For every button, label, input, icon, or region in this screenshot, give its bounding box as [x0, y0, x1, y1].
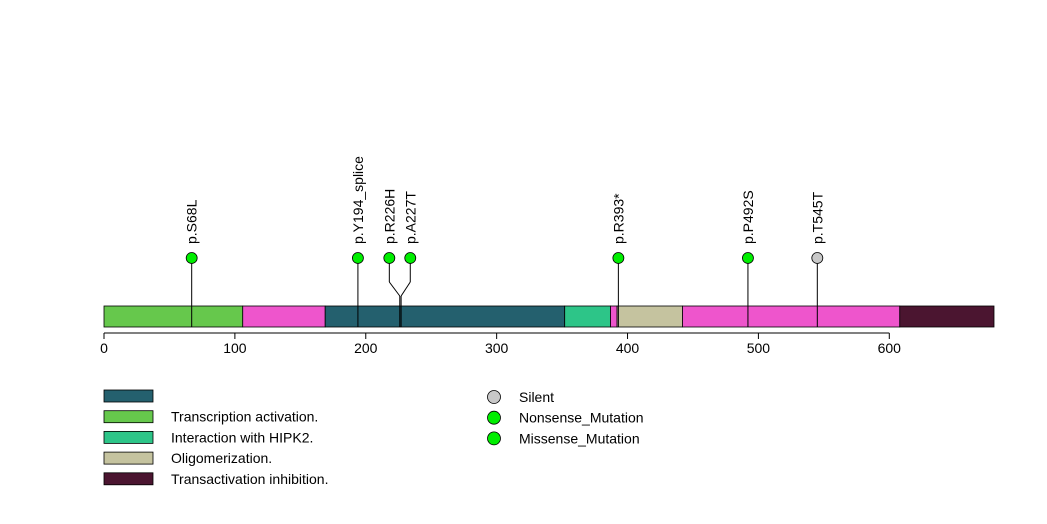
x-tick-label: 600: [878, 340, 902, 356]
legend-label: Silent: [519, 389, 554, 405]
mutation-point: [185, 252, 198, 264]
domain-segment: [564, 305, 611, 328]
mutation-point: [352, 252, 364, 264]
mutation-point: [742, 252, 754, 264]
legend-swatch: [103, 389, 154, 403]
domain-segment: [616, 305, 683, 328]
mutation-point: [612, 252, 625, 264]
mutation-connector: [388, 281, 401, 297]
domain-segment: [899, 305, 995, 328]
domain-segment: [324, 305, 566, 328]
mutation-label: p.R393*: [610, 193, 626, 244]
legend-marker: [487, 390, 501, 404]
domain-segment: [610, 305, 618, 328]
legend-marker: [487, 410, 501, 425]
mutation-label: p.P492S: [740, 190, 756, 244]
mutation-point: [404, 252, 417, 264]
legend-label: Missense_Mutation: [519, 430, 640, 446]
legend-swatch: [103, 430, 154, 444]
mutation-point: [383, 252, 396, 264]
domain-segment: [682, 305, 901, 328]
mutation-label: p.Y194_splice: [350, 156, 366, 244]
legend-label: Interaction with HIPK2.: [171, 429, 313, 445]
mutation-label: p.A227T: [402, 191, 418, 244]
legend-swatch: [103, 472, 154, 486]
domain-segment: [242, 305, 326, 328]
legend-label: Oligomerization.: [171, 450, 272, 466]
domain-segment: [103, 305, 244, 328]
legend-swatch: [103, 451, 154, 465]
x-tick-label: 300: [485, 340, 509, 356]
mutation-label: p.T545T: [809, 191, 825, 244]
legend-label: Nonsense_Mutation: [519, 410, 644, 426]
legend-label: Transactivation inhibition.: [171, 471, 328, 487]
x-tick-label: 500: [747, 340, 771, 356]
x-tick-label: 200: [354, 340, 378, 356]
mutation-label: p.S68L: [184, 199, 200, 244]
x-tick-label: 400: [616, 340, 640, 356]
legend-swatch: [103, 410, 154, 424]
mutation-connector: [400, 281, 411, 297]
legend-marker: [487, 431, 501, 446]
legend-label: Transcription activation.: [171, 409, 318, 425]
mutation-point: [811, 252, 824, 264]
mutation-label: p.R226H: [381, 189, 397, 244]
x-tick-label: 100: [223, 340, 247, 356]
x-tick-label: 0: [100, 340, 108, 356]
